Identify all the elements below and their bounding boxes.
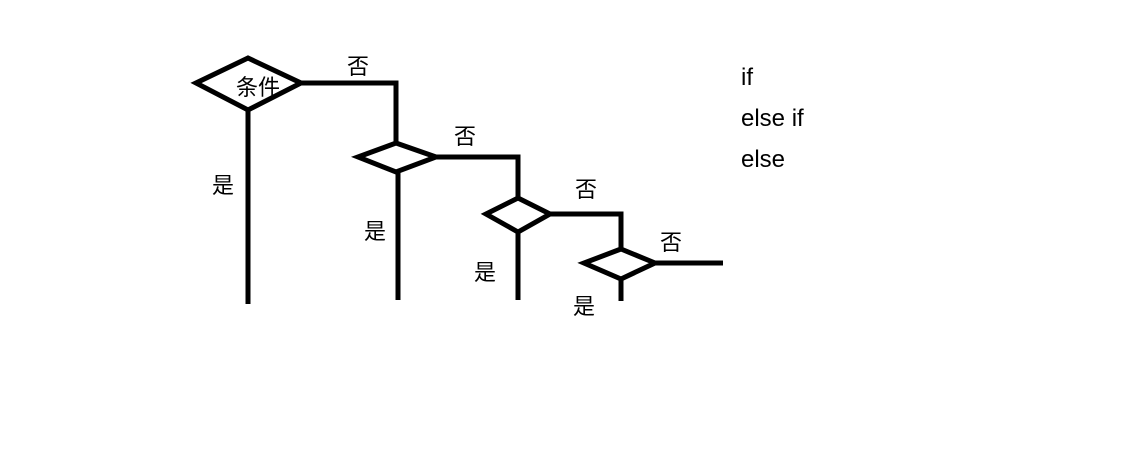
decision-3-no-branch [550,211,624,249]
decision-1-label: 条件 [236,76,280,101]
decision-1-no-branch [301,80,399,143]
decision-3-no-label: 否 [575,178,597,203]
decision-3: 是 否 [474,178,624,300]
decision-4-no-label: 否 [660,231,682,256]
decision-4: 是 否 [573,231,723,320]
code-legend: if else if else [741,64,804,173]
legend-line-else: else [741,146,785,173]
decision-4-diamond [577,246,662,282]
decision-2-no-branch [436,154,521,198]
decision-4-yes-label: 是 [573,295,595,320]
decision-3-yes-label: 是 [474,261,496,286]
decision-2-yes-label: 是 [364,220,386,245]
decision-2: 是 否 [350,125,521,300]
decision-1-yes-label: 是 [212,174,234,199]
decision-2-no-label: 否 [454,125,476,150]
legend-line-else-if: else if [741,105,804,132]
decision-1-no-label: 否 [347,55,369,80]
decision-3-diamond [480,195,556,235]
decision-2-diamond [350,140,444,175]
legend-line-if: if [741,64,753,91]
decision-1: 条件 是 否 [190,55,399,304]
